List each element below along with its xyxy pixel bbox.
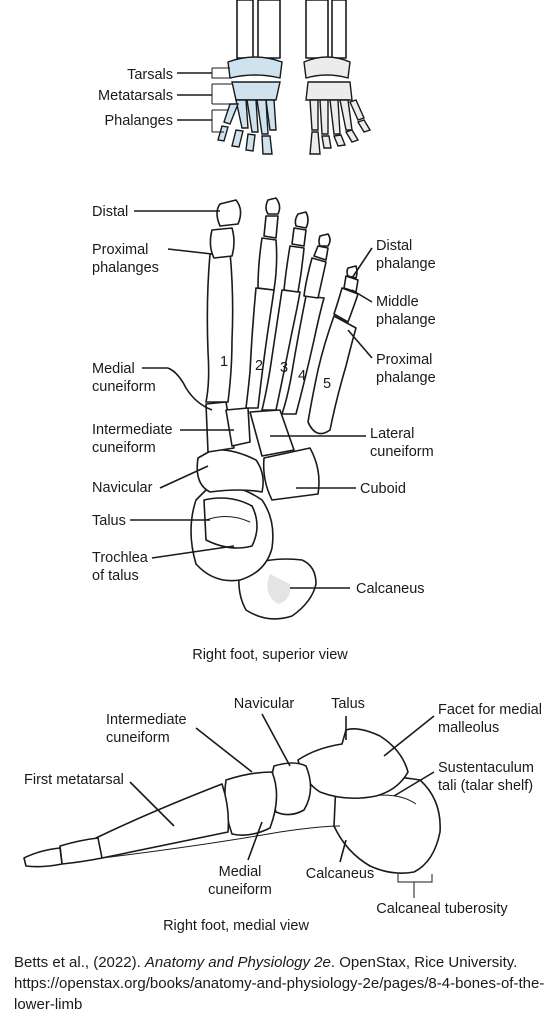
metatarsal-number-2: 2 xyxy=(255,358,263,374)
label-medial-calcaneus: Calcaneus xyxy=(306,866,375,882)
overview-illustration xyxy=(217,0,372,155)
lateral-cuneiform-bone xyxy=(249,409,295,457)
metatarsal-1-bone xyxy=(205,251,234,403)
label-lateral-cuneiform-2: cuneiform xyxy=(370,444,434,460)
label-phalanges: Phalanges xyxy=(104,113,173,129)
cuboid-bone xyxy=(262,447,320,501)
metatarsal-2-bone xyxy=(245,287,275,409)
label-distal-phalange: Distal xyxy=(376,238,412,254)
overview-leaders xyxy=(177,67,234,133)
label-medial-talus: Talus xyxy=(331,696,365,712)
label-first-metatarsal: First metatarsal xyxy=(24,772,124,788)
caption-medial-view: Right foot, medial view xyxy=(163,918,309,934)
metatarsal-3-bone xyxy=(261,289,301,411)
label-sustentaculum-tali-2: tali (talar shelf) xyxy=(438,778,533,794)
superior-metatarsal-numbers: 1 2 3 4 5 xyxy=(220,354,331,392)
label-middle-phalange-2: phalange xyxy=(376,312,436,328)
label-medial-cuneiform-2: cuneiform xyxy=(92,379,156,395)
medial-cuneiform-medial xyxy=(224,771,278,836)
label-cuboid: Cuboid xyxy=(360,481,406,497)
label-proximal-phalange-2: phalange xyxy=(376,370,436,386)
label-trochlea-of-talus-2: of talus xyxy=(92,568,139,584)
label-medial-intermediate-cuneiform-2: cuneiform xyxy=(106,730,170,746)
label-tarsals: Tarsals xyxy=(127,67,173,83)
label-proximal-phalanges-2: phalanges xyxy=(92,260,159,276)
label-trochlea-of-talus: Trochlea xyxy=(92,550,149,566)
label-calcaneus: Calcaneus xyxy=(356,581,425,597)
label-proximal-phalanges: Proximal xyxy=(92,242,148,258)
label-medial-cuneiform: Medial xyxy=(92,361,135,377)
label-middle-phalange: Middle xyxy=(376,294,419,310)
label-metatarsals: Metatarsals xyxy=(98,88,173,104)
metatarsal-5-bone xyxy=(307,315,357,435)
label-calcaneal-tuberosity: Calcaneal tuberosity xyxy=(376,901,508,917)
superior-leaders xyxy=(130,210,373,589)
label-lateral-cuneiform: Lateral xyxy=(370,426,414,442)
label-medial-intermediate-cuneiform: Intermediate xyxy=(106,712,187,728)
metatarsal-number-1: 1 xyxy=(220,354,228,370)
foot-anatomy-figure: Tarsals Metatarsals Phalanges xyxy=(23,0,542,934)
trochlea-of-talus xyxy=(203,497,258,549)
superior-view-illustration xyxy=(190,197,359,620)
label-proximal-phalange: Proximal xyxy=(376,352,432,368)
metatarsal-number-4: 4 xyxy=(298,368,306,384)
label-medial-cuneiform-medial: Medial xyxy=(219,864,262,880)
credit-publisher-url: . OpenStax, Rice University. https://ope… xyxy=(14,954,545,1013)
metatarsal-4-bone xyxy=(281,295,325,415)
metatarsal-number-3: 3 xyxy=(280,360,288,376)
medial-view-illustration xyxy=(23,728,441,874)
medial-talus-bone xyxy=(297,728,409,800)
label-intermediate-cuneiform-2: cuneiform xyxy=(92,440,156,456)
label-distal: Distal xyxy=(92,204,128,220)
label-medial-cuneiform-medial-2: cuneiform xyxy=(208,882,272,898)
label-distal-phalange-2: phalange xyxy=(376,256,436,272)
label-talus: Talus xyxy=(92,513,126,529)
credit-book-title: Anatomy and Physiology 2e xyxy=(144,954,331,971)
label-medial-navicular: Navicular xyxy=(234,696,295,712)
medial-leaders xyxy=(129,713,435,898)
metatarsal-number-5: 5 xyxy=(323,376,331,392)
navicular-bone xyxy=(196,448,264,493)
source-credit: Betts et al., (2022). Anatomy and Physio… xyxy=(14,952,546,1015)
intermediate-cuneiform-bone xyxy=(225,407,251,447)
label-facet-medial-malleolus-2: malleolus xyxy=(438,720,499,736)
label-facet-medial-malleolus: Facet for medial xyxy=(438,702,542,718)
medial-navicular-bone xyxy=(270,762,312,816)
credit-authors: Betts et al., (2022). xyxy=(14,954,145,971)
label-sustentaculum-tali: Sustentaculum xyxy=(438,760,534,776)
label-navicular: Navicular xyxy=(92,480,153,496)
label-intermediate-cuneiform: Intermediate xyxy=(92,422,173,438)
caption-superior-view: Right foot, superior view xyxy=(192,647,348,663)
medial-first-metatarsal-bone xyxy=(95,783,230,859)
